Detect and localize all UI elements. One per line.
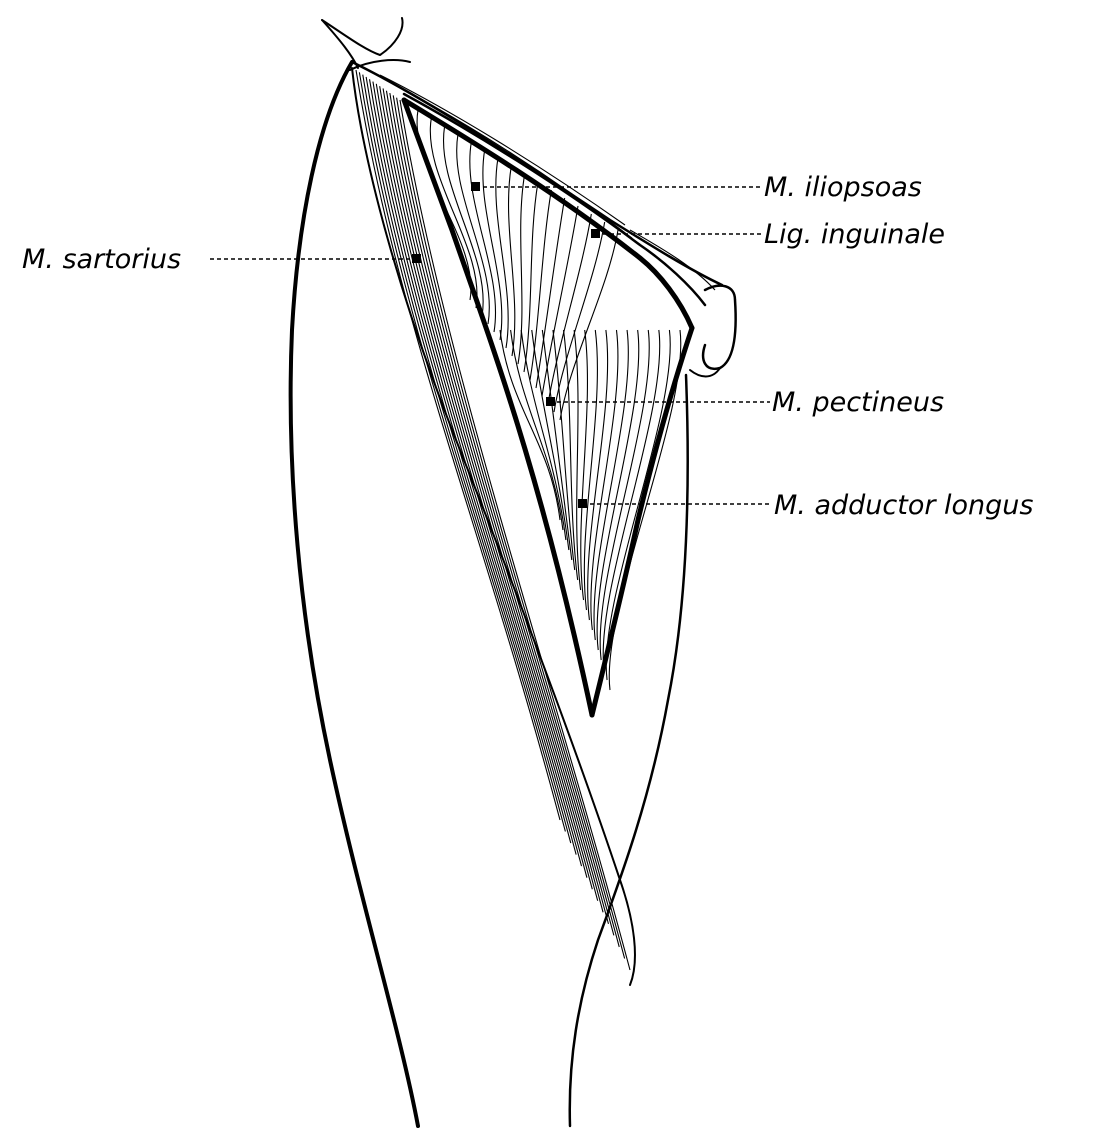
iliopsoas-fiber bbox=[529, 189, 552, 381]
marker-pectineus bbox=[546, 397, 555, 406]
sartorius-fiber bbox=[372, 81, 588, 878]
iliopsoas-fiber bbox=[456, 133, 490, 325]
sartorius-fiber bbox=[399, 99, 631, 971]
marker-iliopsoas bbox=[471, 182, 480, 191]
sartorius-fiber bbox=[379, 86, 599, 901]
sartorius-muscle bbox=[351, 67, 636, 986]
sartorius-fiber bbox=[396, 97, 626, 959]
label-pectineus: M. pectineus bbox=[772, 387, 944, 418]
label-inguinale: Lig. inguinale bbox=[764, 219, 945, 250]
adductor-fiber bbox=[562, 329, 579, 581]
adductor-fiber bbox=[520, 329, 567, 541]
adductor-fiber bbox=[608, 329, 682, 691]
sartorius-fiber bbox=[355, 69, 561, 821]
sartorius-fiber bbox=[362, 74, 572, 844]
triangle-muscle-fibers bbox=[416, 109, 682, 691]
adductor-fiber bbox=[531, 329, 570, 551]
leaders bbox=[210, 182, 770, 508]
adductor-fiber bbox=[587, 329, 609, 621]
adductor-fiber bbox=[602, 329, 661, 671]
iliopsoas-fiber bbox=[547, 213, 592, 405]
label-adductor-longus: M. adductor longus bbox=[774, 490, 1033, 521]
iliopsoas-fiber bbox=[495, 157, 509, 349]
iliopsoas-fiber bbox=[535, 197, 566, 389]
marker-sartorius bbox=[412, 254, 421, 263]
iliopsoas-fiber bbox=[429, 117, 478, 309]
iliopsoas-fiber bbox=[523, 181, 539, 373]
adductor-fiber bbox=[583, 329, 598, 611]
iliopsoas-fiber bbox=[517, 173, 526, 365]
inguinal-ligament bbox=[350, 60, 724, 307]
iliopsoas-fiber bbox=[541, 205, 579, 397]
sartorius-fiber bbox=[358, 72, 566, 832]
adductor-fiber bbox=[590, 329, 619, 631]
adductor-fiber bbox=[552, 329, 576, 571]
adductor-fiber bbox=[541, 329, 573, 561]
iliopsoas-fiber bbox=[507, 165, 516, 357]
iliopsoas-fiber bbox=[416, 109, 472, 301]
iliac-crest bbox=[321, 17, 411, 71]
marker-inguinale bbox=[591, 229, 600, 238]
label-sartorius: M. sartorius bbox=[22, 244, 181, 275]
iliopsoas-fiber bbox=[559, 229, 619, 421]
sartorius-fiber bbox=[389, 92, 615, 936]
label-iliopsoas: M. iliopsoas bbox=[764, 172, 922, 203]
iliopsoas-fiber bbox=[469, 141, 496, 333]
iliopsoas-fiber bbox=[482, 149, 503, 341]
sartorius-fiber bbox=[382, 88, 604, 913]
sartorius-fiber bbox=[375, 83, 593, 890]
adductor-fiber bbox=[510, 329, 564, 531]
pubic-tubercle bbox=[689, 284, 737, 378]
sartorius-fiber bbox=[385, 90, 609, 924]
adductor-fiber bbox=[596, 329, 640, 651]
adductor-fiber bbox=[573, 329, 582, 591]
sartorius-fiber bbox=[365, 76, 577, 855]
adductor-fiber bbox=[499, 329, 561, 521]
sartorius-fiber bbox=[368, 79, 583, 867]
marker-adductor-longus bbox=[578, 499, 587, 508]
adductor-fiber bbox=[580, 329, 588, 601]
iliopsoas-fiber bbox=[442, 125, 484, 317]
adductor-fiber bbox=[605, 329, 671, 681]
labels: M. iliopsoas Lig. inguinale M. sartorius… bbox=[22, 172, 1033, 521]
sartorius-fiber bbox=[392, 95, 620, 948]
adductor-fiber bbox=[599, 329, 650, 661]
adductor-fiber bbox=[593, 329, 629, 641]
